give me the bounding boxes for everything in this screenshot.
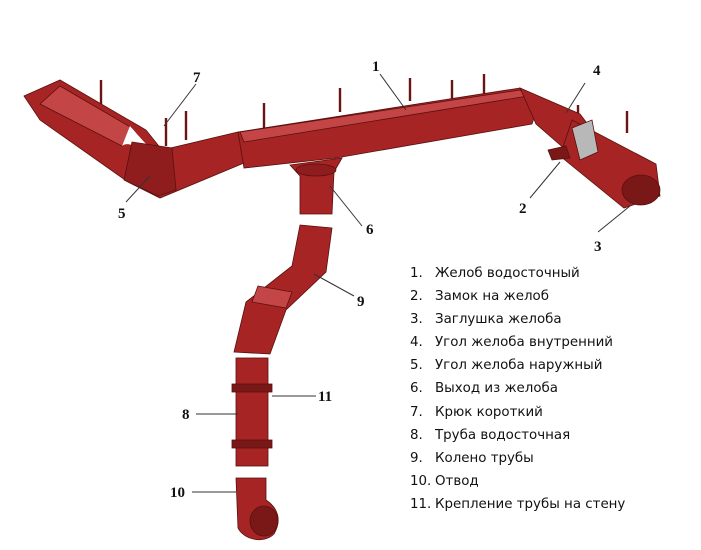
gutter-assembly [23,74,661,541]
callout-5: 5 [118,206,126,222]
legend-item: 10.Отвод [410,470,625,493]
legend-item: 3. Заглушка желоба [410,308,625,331]
legend-text: Угол желоба внутренний [435,335,614,351]
downpipe [235,357,269,467]
legend-number: 1. [410,266,423,281]
legend-item: 9. Колено трубы [410,447,625,470]
pipe-bracket-top [231,383,273,393]
legend-text: Выход из желоба [435,381,558,397]
callout-3: 3 [594,239,602,255]
callout-9: 9 [357,294,365,310]
callout-4: 4 [593,63,601,79]
legend-item: 11.Крепление трубы на стену [410,493,625,516]
leader-lines [125,73,631,493]
legend-item: 8. Труба водосточная [410,424,625,447]
legend-text: Заглушка желоба [435,312,562,328]
legend-text: Крюк короткий [435,404,543,420]
legend-number: 5. [410,358,423,374]
legend-item: 2. Замок на желоб [410,285,625,308]
pipe-bracket-bottom [231,439,273,449]
outlet-neck [295,163,337,177]
callout-11: 11 [318,389,332,405]
gutter-lock [571,119,599,161]
drain-outlet-mouth [249,505,279,537]
legend-text: Отвод [435,473,479,489]
legend-item: 4. Угол желоба внутренний [410,331,625,354]
parts-legend: 1. Желоб водосточный 2. Замок на желоб 3. З… [410,262,625,516]
legend-item: 6. Выход из желоба [410,377,625,400]
legend-number: 2. [410,289,423,305]
pipe-elbow [233,224,333,355]
outer-corner [123,141,177,197]
legend-text: Желоб водосточный [435,266,580,281]
legend-text: Крепление трубы на стену [435,496,626,512]
callout-1: 1 [372,59,380,75]
legend-number: 9. [410,450,423,466]
elbow-joint [251,285,293,309]
legend-number: 10. [410,473,432,489]
callout-10: 10 [170,485,185,501]
legend-number: 11. [410,496,432,512]
gutter-lock-bracket [547,145,571,161]
legend-number: 4. [410,335,423,351]
legend-text: Замок на желоб [435,289,549,305]
legend-item: 5. Угол желоба наружный [410,354,625,377]
callout-2: 2 [519,201,527,217]
gutter-left-inner [39,85,133,147]
callout-7: 7 [193,70,201,86]
legend-text: Колено трубы [435,450,534,466]
legend-number: 8. [410,427,423,443]
legend-number: 6. [410,381,423,397]
callout-6: 6 [366,222,374,238]
callout-8: 8 [182,407,190,423]
legend-item: 1. Желоб водосточный [410,262,625,285]
gutter-end-cap [621,174,661,206]
legend-number: 7. [410,404,423,420]
legend-item: 7. Крюк короткий [410,401,625,424]
legend-text: Угол желоба наружный [435,358,603,374]
legend-text: Труба водосточная [435,427,571,443]
legend-number: 3. [410,312,423,328]
callout-numbers: 1 2 3 4 5 6 7 8 9 10 11 [118,59,602,501]
